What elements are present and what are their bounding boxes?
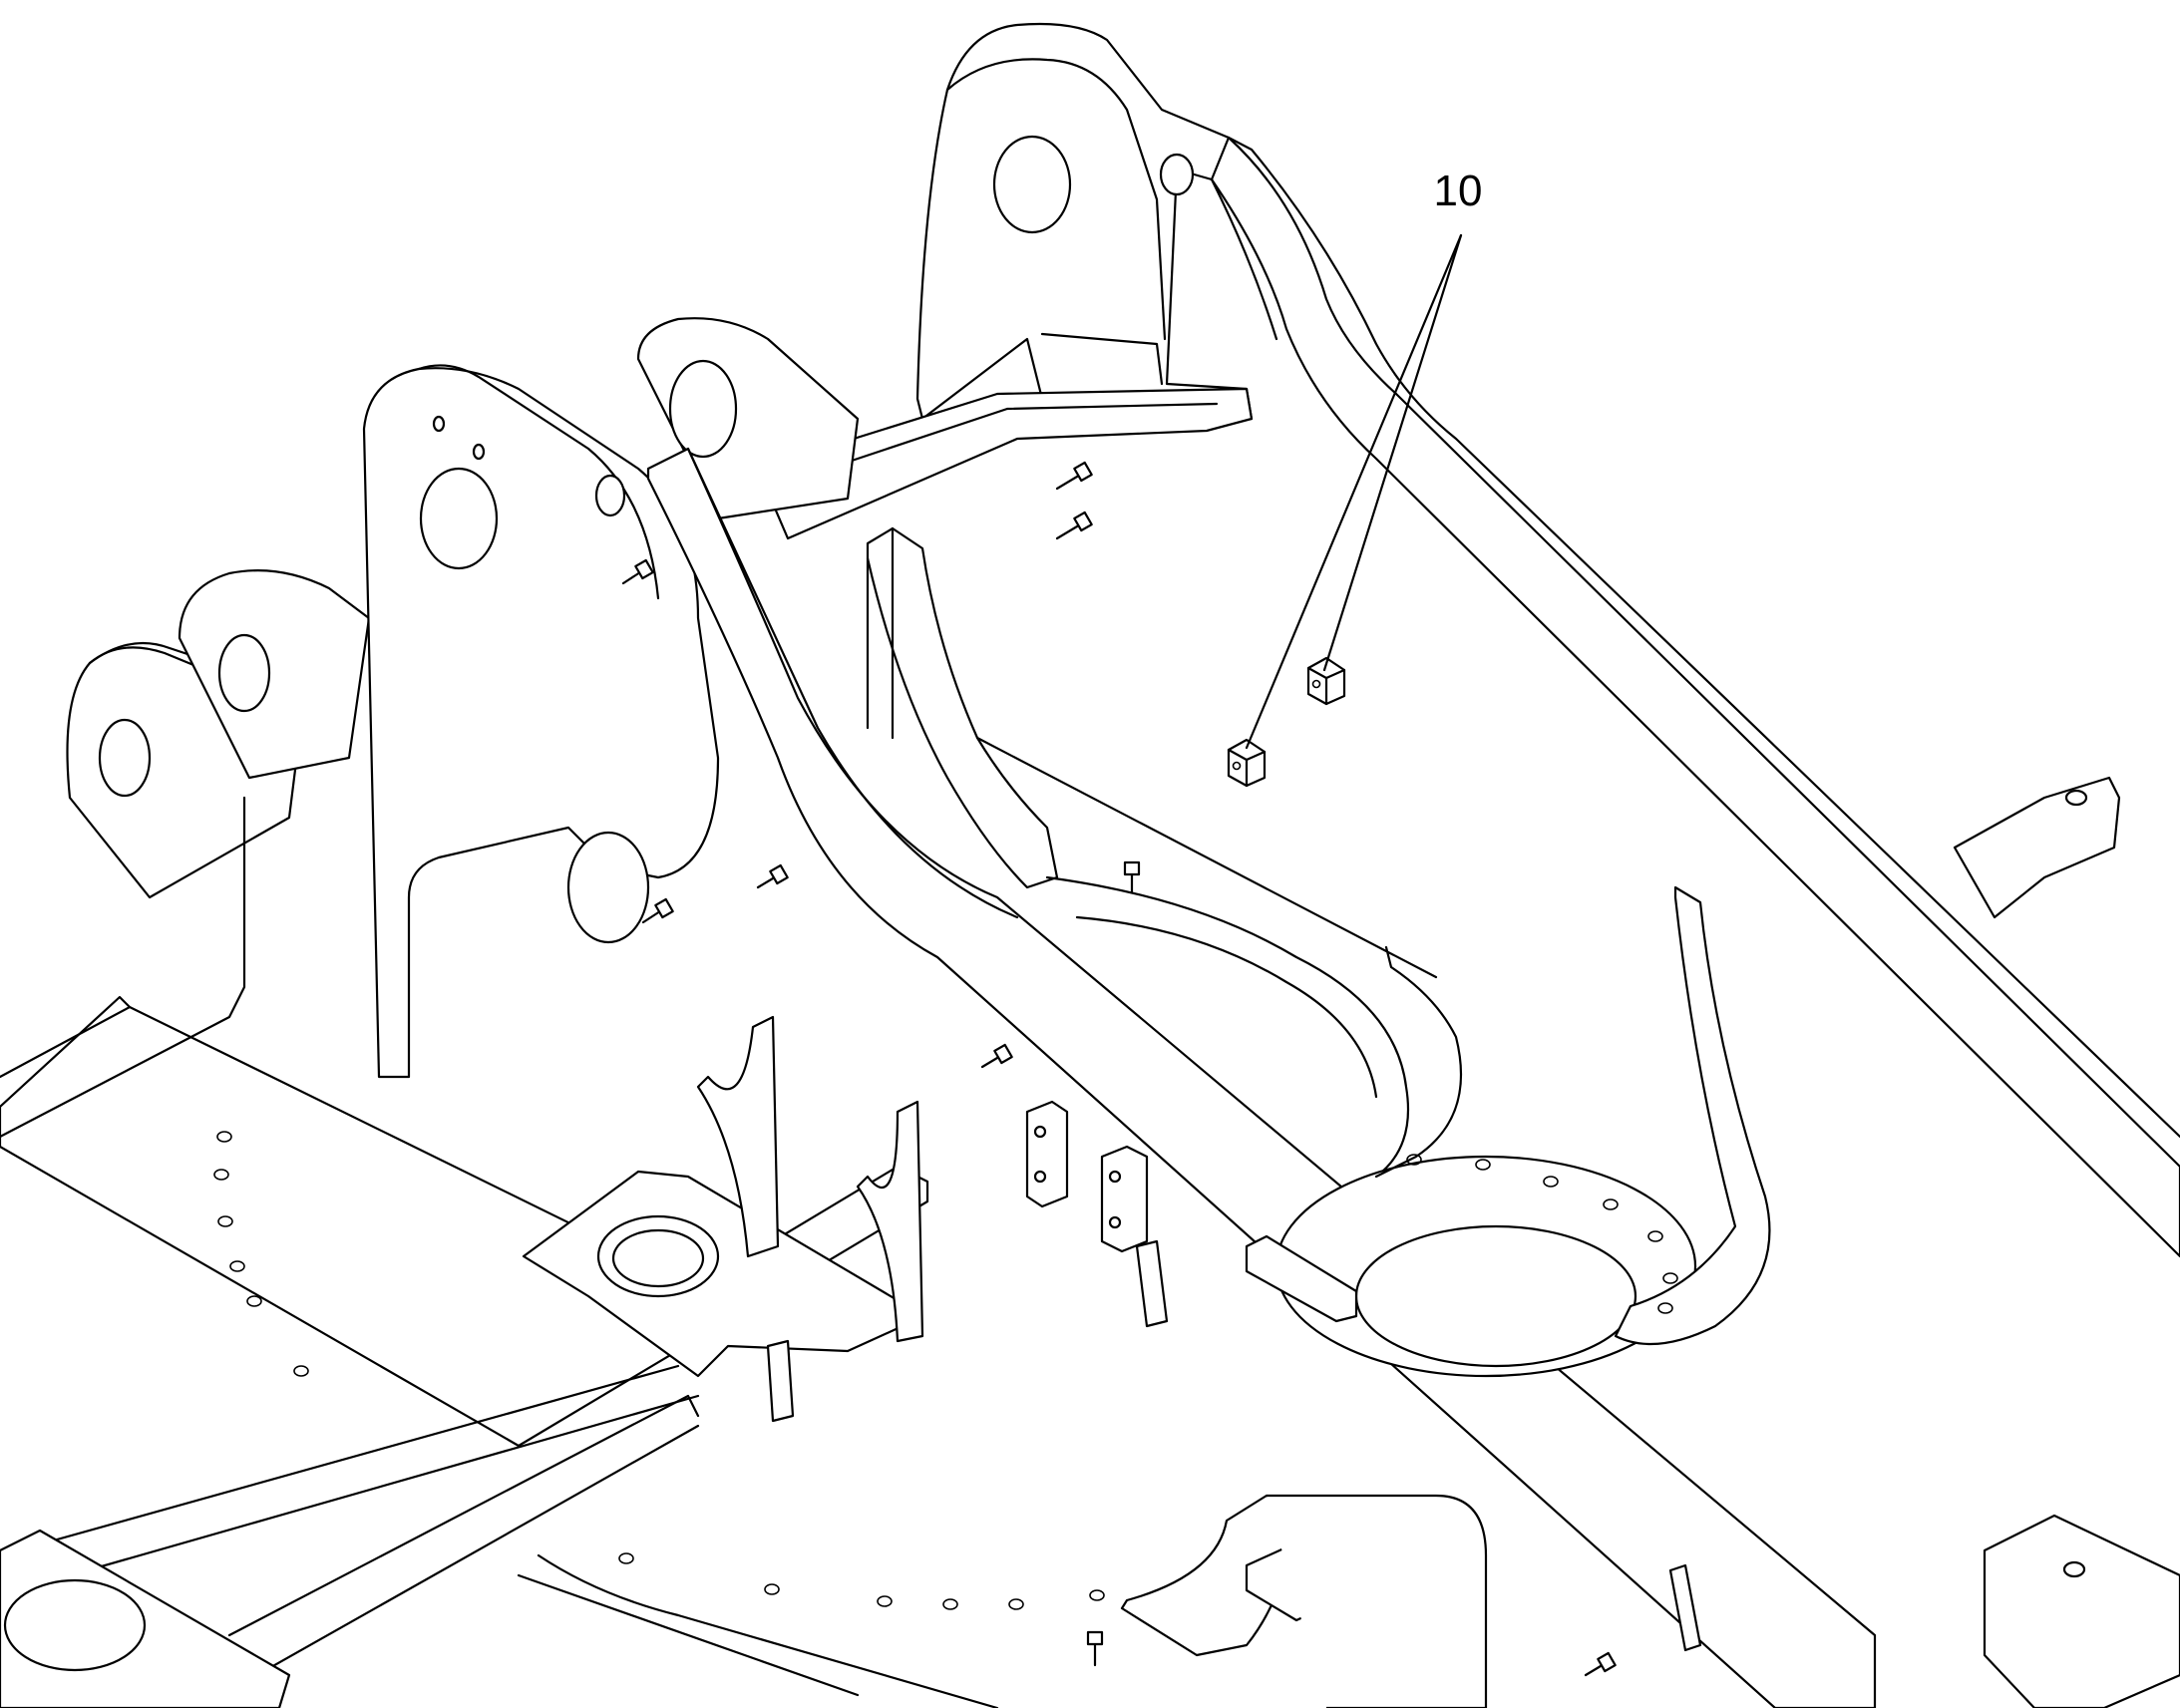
lower-left-mount-plate	[0, 1529, 291, 1708]
lift-small-hole	[594, 474, 626, 517]
lower-right-mount	[1983, 1514, 2180, 1708]
curved-rib-center	[856, 1100, 924, 1343]
center-diagonal-beam	[646, 447, 1877, 1708]
bolt	[1086, 1630, 1104, 1667]
shim-plate-e	[766, 1339, 795, 1423]
upper-tower-bracket	[915, 22, 1254, 421]
bolt	[1055, 461, 1093, 491]
bolt	[980, 1043, 1013, 1069]
left-lug-bracket-2	[178, 569, 371, 780]
bolt	[756, 863, 789, 889]
bolt	[621, 558, 654, 585]
bolt	[641, 897, 674, 924]
callout-10: 10	[1245, 167, 1483, 750]
hole-pattern	[213, 1131, 1678, 1610]
curved-rib-left	[696, 1015, 780, 1258]
lower-left-rail	[0, 1364, 700, 1687]
left-mount-plate	[522, 1170, 909, 1378]
main-lift-bracket	[362, 364, 720, 1079]
bolt	[1123, 860, 1141, 894]
leader-line	[1322, 233, 1463, 672]
leader-line	[1245, 233, 1463, 750]
inner-web-plate	[866, 526, 1059, 889]
bolt	[1055, 511, 1093, 540]
bolt-group	[621, 461, 1617, 1677]
callout-label: 10	[1434, 167, 1483, 215]
shim-plate-d	[1135, 1239, 1169, 1328]
floor-plate	[975, 736, 1697, 1378]
right-gusset-plate	[1374, 885, 1771, 1346]
tower-pin-bore	[992, 135, 1072, 234]
lift-pin-bore	[419, 467, 499, 570]
bolt	[1584, 1651, 1617, 1677]
part-10-block-a	[1306, 656, 1346, 706]
tower-small-hole	[1159, 153, 1195, 196]
lower-center-platform	[517, 1494, 1488, 1708]
right-side-arm	[1953, 776, 2121, 919]
part-10-block-b	[1227, 738, 1267, 788]
shim-plate-f	[1668, 1563, 1702, 1652]
shim-plate-c	[1245, 1234, 1358, 1323]
lower-bore	[566, 831, 650, 944]
right-main-beam	[1210, 136, 2180, 1258]
shim-plate-a	[1025, 1100, 1069, 1208]
shim-plate-b	[1100, 1145, 1149, 1253]
